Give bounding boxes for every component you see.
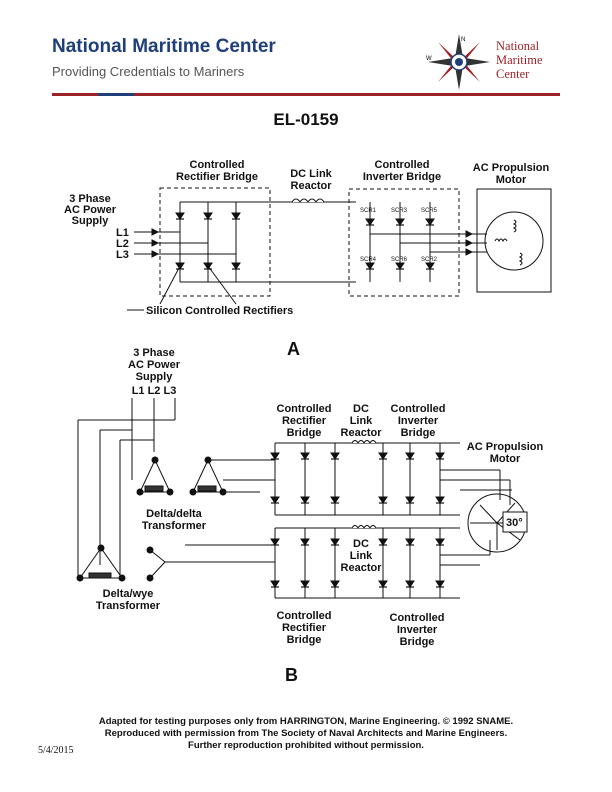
b-lines-label: L1 L2 L3 bbox=[132, 385, 177, 397]
footer-credit: Further reproduction prohibited without … bbox=[188, 740, 424, 751]
figure-b: 3 Phase AC Power Supply L1 L2 L3 Delta/d… bbox=[76, 347, 544, 685]
org-title: National Maritime Center bbox=[52, 36, 276, 57]
a-motor-label: AC Propulsion bbox=[473, 162, 550, 174]
b-supply-label: 3 Phase bbox=[133, 347, 175, 359]
b-dclink-top-label: Link bbox=[350, 415, 373, 427]
a-rectifier-label: Controlled bbox=[190, 159, 245, 171]
header-rule-accent bbox=[98, 93, 134, 96]
b-dclink-bottom-label: Link bbox=[350, 550, 373, 562]
b-inv-top-label: Inverter bbox=[398, 415, 439, 427]
header-rule bbox=[52, 93, 560, 96]
b-dclink-bottom-label: Reactor bbox=[341, 562, 383, 574]
b-rect-top-label: Controlled bbox=[277, 403, 332, 415]
org-subtitle: Providing Credentials to Mariners bbox=[52, 64, 245, 79]
a-scr-caption: Silicon Controlled Rectifiers bbox=[146, 305, 293, 317]
b-panel-label: B bbox=[285, 665, 298, 685]
a-rectifier-label: Rectifier Bridge bbox=[176, 171, 258, 183]
logo-line: Center bbox=[496, 67, 530, 81]
b-dclink-top-label: DC bbox=[353, 403, 369, 415]
b-angle-label: 30° bbox=[506, 517, 523, 529]
b-motor-label: AC Propulsion bbox=[467, 441, 544, 453]
scr-label: SCR5 bbox=[421, 208, 438, 214]
a-panel-label: A bbox=[287, 339, 300, 359]
b-inv-bottom-label: Bridge bbox=[400, 636, 435, 648]
b-dclink-bottom-label: DC bbox=[353, 538, 369, 550]
b-inv-top-label: Controlled bbox=[391, 403, 446, 415]
b-supply-label: AC Power bbox=[128, 359, 181, 371]
logo-line: Maritime bbox=[496, 53, 543, 67]
b-rect-bottom-label: Controlled bbox=[277, 610, 332, 622]
a-supply-label: AC Power bbox=[64, 204, 117, 216]
a-line-l3: L3 bbox=[116, 249, 129, 261]
a-inverter-label: Inverter Bridge bbox=[363, 171, 441, 183]
b-deltadelta-label: Delta/delta bbox=[146, 508, 203, 520]
scr-label: SCR2 bbox=[421, 257, 438, 263]
b-supply-label: Supply bbox=[136, 371, 174, 383]
b-inv-bottom-label: Inverter bbox=[397, 624, 438, 636]
a-dclink-label: DC Link bbox=[290, 168, 332, 180]
b-deltadelta-label: Transformer bbox=[142, 520, 207, 532]
b-rect-bottom-label: Bridge bbox=[287, 634, 322, 646]
a-supply-label: Supply bbox=[72, 215, 110, 227]
document-code: EL-0159 bbox=[273, 110, 339, 129]
b-rect-top-label: Rectifier bbox=[282, 415, 327, 427]
b-rect-bottom-label: Rectifier bbox=[282, 622, 327, 634]
b-rect-top-label: Bridge bbox=[287, 427, 322, 439]
footer-credit: Reproduced with permission from The Soci… bbox=[104, 728, 508, 739]
b-motor-label: Motor bbox=[490, 453, 521, 465]
compass-w-letter: W bbox=[426, 56, 432, 62]
a-line-l2: L2 bbox=[116, 238, 129, 250]
figure-a: Controlled Rectifier Bridge DC Link Reac… bbox=[64, 159, 552, 359]
a-supply-label: 3 Phase bbox=[69, 193, 111, 205]
b-inv-top-label: Bridge bbox=[401, 427, 436, 439]
footer-credit: Adapted for testing purposes only from H… bbox=[98, 716, 514, 727]
b-deltawye-label: Transformer bbox=[96, 600, 161, 612]
logo-line: National bbox=[496, 39, 540, 53]
compass-n-letter: N bbox=[461, 37, 465, 43]
scr-label: SCR1 bbox=[360, 208, 377, 214]
scr-label: SCR6 bbox=[391, 257, 408, 263]
b-deltawye-label: Delta/wye bbox=[103, 588, 154, 600]
a-dclink-label: Reactor bbox=[291, 180, 333, 192]
b-dclink-top-label: Reactor bbox=[341, 427, 383, 439]
scr-label: SCR3 bbox=[391, 208, 408, 214]
logo-wordmark: National Maritime Center bbox=[496, 39, 543, 81]
scr-label: SCR4 bbox=[360, 257, 377, 263]
a-line-l1: L1 bbox=[116, 227, 129, 239]
page-date: 5/4/2015 bbox=[38, 745, 74, 756]
b-inv-bottom-label: Controlled bbox=[390, 612, 445, 624]
compass-rose-logo: N W bbox=[426, 34, 490, 90]
a-motor-label: Motor bbox=[496, 174, 527, 186]
a-inverter-label: Controlled bbox=[375, 159, 430, 171]
